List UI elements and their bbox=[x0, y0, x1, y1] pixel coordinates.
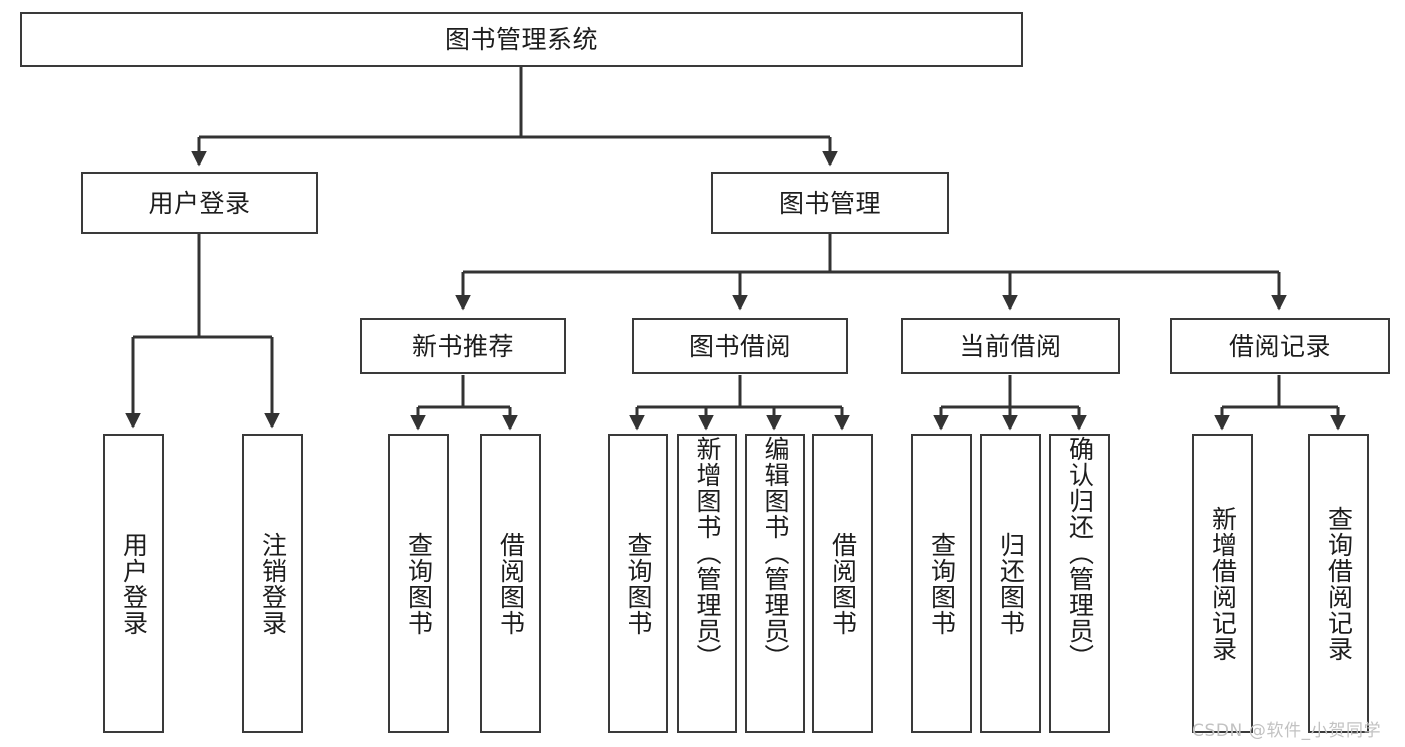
node-label: 查询借阅记录 bbox=[1324, 505, 1354, 662]
leaf-borrow-borrow-book[interactable]: 借阅图书 bbox=[812, 434, 873, 733]
node-label: 新增图书（管理员） bbox=[693, 436, 722, 670]
node-root-system[interactable]: 图书管理系统 bbox=[20, 12, 1023, 67]
node-label: 图书管理系统 bbox=[444, 25, 598, 54]
node-borrow-record[interactable]: 借阅记录 bbox=[1170, 318, 1390, 374]
node-label: 新书推荐 bbox=[411, 331, 514, 361]
leaf-current-query-book[interactable]: 查询图书 bbox=[911, 434, 972, 733]
node-label: 图书借阅 bbox=[688, 331, 791, 361]
leaf-borrow-add-book-admin[interactable]: 新增图书（管理员） bbox=[677, 434, 737, 733]
node-label: 确认归还（管理员） bbox=[1065, 436, 1095, 670]
node-label: 当前借阅 bbox=[959, 331, 1062, 361]
watermark-text: CSDN @软件_小贺同学 bbox=[1192, 721, 1382, 741]
node-new-book-recommend[interactable]: 新书推荐 bbox=[360, 318, 566, 374]
node-label: 借阅图书 bbox=[828, 531, 858, 636]
node-book-borrow[interactable]: 图书借阅 bbox=[632, 318, 848, 374]
node-label: 查询图书 bbox=[624, 531, 653, 636]
leaf-recommend-borrow-book[interactable]: 借阅图书 bbox=[480, 434, 541, 733]
node-label: 用户登录 bbox=[148, 188, 251, 218]
node-book-management[interactable]: 图书管理 bbox=[711, 172, 949, 234]
leaf-recommend-query-book[interactable]: 查询图书 bbox=[388, 434, 449, 733]
leaf-current-return-book[interactable]: 归还图书 bbox=[980, 434, 1041, 733]
node-label: 查询图书 bbox=[404, 531, 434, 636]
leaf-record-query-record[interactable]: 查询借阅记录 bbox=[1308, 434, 1369, 733]
node-label: 用户登录 bbox=[119, 531, 149, 636]
leaf-borrow-edit-book-admin[interactable]: 编辑图书（管理员） bbox=[745, 434, 805, 733]
leaf-user-login-login[interactable]: 用户登录 bbox=[103, 434, 164, 733]
leaf-current-confirm-return-admin[interactable]: 确认归还（管理员） bbox=[1049, 434, 1110, 733]
node-label: 图书管理 bbox=[778, 188, 881, 218]
node-label: 注销登录 bbox=[258, 531, 288, 636]
node-label: 编辑图书（管理员） bbox=[761, 436, 790, 670]
node-user-login[interactable]: 用户登录 bbox=[81, 172, 318, 234]
leaf-borrow-query-book[interactable]: 查询图书 bbox=[608, 434, 668, 733]
csdn-watermark: CSDN @软件_小贺同学 bbox=[1192, 716, 1381, 741]
node-label: 查询图书 bbox=[927, 531, 957, 636]
node-current-borrow[interactable]: 当前借阅 bbox=[901, 318, 1120, 374]
node-label: 借阅图书 bbox=[496, 531, 526, 636]
node-label: 借阅记录 bbox=[1228, 331, 1331, 361]
leaf-user-login-logout[interactable]: 注销登录 bbox=[242, 434, 303, 733]
node-label: 新增借阅记录 bbox=[1208, 505, 1238, 662]
leaf-record-add-record[interactable]: 新增借阅记录 bbox=[1192, 434, 1253, 733]
node-label: 归还图书 bbox=[996, 531, 1026, 636]
